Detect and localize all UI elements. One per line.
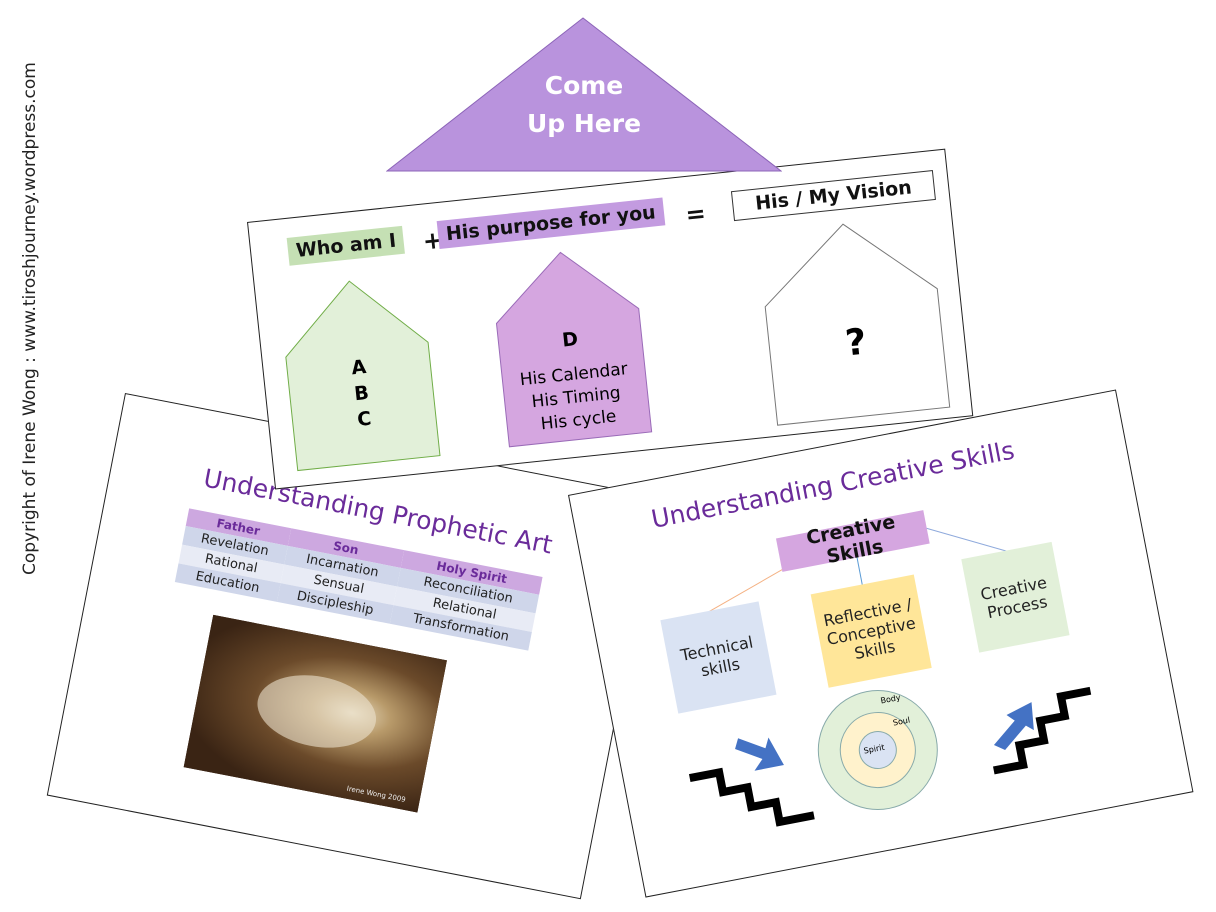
descending-stairs-icon	[688, 737, 815, 827]
house-shape-icon	[495, 251, 653, 448]
ascending-stairs-icon	[993, 686, 1092, 775]
slide-creative-skills: Understanding Creative Skills Creative S…	[568, 389, 1194, 898]
triangle-line-2: Up Here	[526, 109, 642, 138]
house-shape-icon	[285, 280, 441, 472]
vision-house: ?	[756, 214, 951, 426]
purpose-label: His purpose for you	[436, 197, 665, 250]
up-arrow-icon	[993, 702, 1034, 750]
painting-horse-shape	[251, 665, 383, 758]
who-am-i-label: Who am I	[286, 225, 406, 266]
equals-sign: =	[684, 199, 708, 230]
creative-process-box: Creative Process	[961, 541, 1070, 653]
house-shape-icon	[764, 223, 951, 426]
reflective-skills-box: Reflective / Conceptive Skills	[810, 574, 932, 688]
painting-signature: Irene Wong 2009	[346, 784, 407, 804]
slide-vision: Who am I + His purpose for you = His / M…	[247, 148, 974, 490]
vision-label: His / My Vision	[730, 170, 936, 222]
down-arrow-icon	[735, 737, 784, 771]
green-house: A B C	[278, 273, 442, 472]
purple-house: D His Calendar His Timing His cycle	[489, 244, 653, 448]
triangle-shape-icon	[386, 17, 782, 172]
come-up-here-triangle: Come Up Here	[386, 17, 782, 172]
triangle-line-1: Come	[544, 71, 624, 100]
technical-skills-box: Technical skills	[660, 601, 777, 714]
horse-painting: Irene Wong 2009	[183, 614, 447, 813]
copyright-text: Copyright of Irene Wong : www.tiroshjour…	[20, 62, 40, 575]
